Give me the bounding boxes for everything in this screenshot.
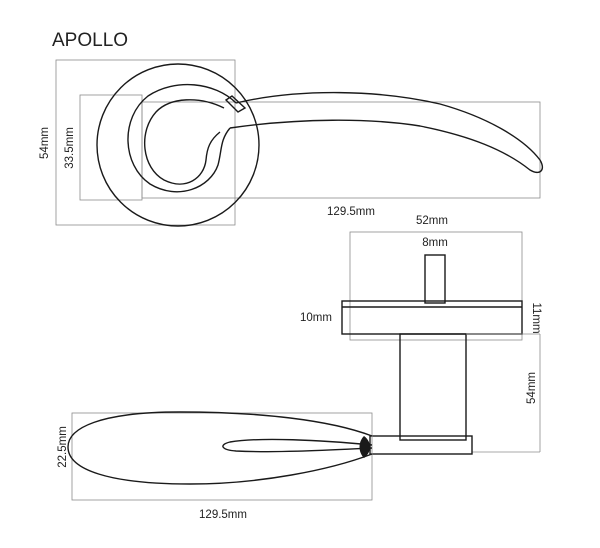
dim-label-rose-height: 54mm: [39, 127, 51, 159]
lever-joint: [359, 436, 370, 458]
lever-neck-inner: [144, 99, 225, 185]
lever-body-front: [229, 91, 544, 174]
lever-base: [369, 435, 473, 455]
dim-label-spindle: 8mm: [422, 237, 448, 249]
lever-neck-outer: [127, 83, 237, 193]
dim-box-lever-height: [71, 412, 373, 501]
front-view: 54mm 33.5mm 129.5mm: [39, 59, 544, 227]
dim-box-rose-height: [55, 59, 236, 226]
spindle: [424, 254, 446, 304]
dim-label-side-length: 129.5mm: [199, 509, 247, 521]
drawing-title: APOLLO: [52, 30, 128, 51]
lever-body-side: [67, 411, 373, 485]
rose-plate: [341, 300, 523, 335]
dim-box-inner-height: [79, 94, 143, 201]
dim-label-inner-height: 33.5mm: [64, 127, 76, 169]
dim-box-rose-width: [349, 231, 523, 341]
dim-box-front-length: [141, 101, 541, 199]
side-view: 52mm 8mm 10mm 11mm 54mm 22.5mm 129.5mm: [57, 215, 542, 521]
dim-label-rose-thickness-right: 11mm: [530, 302, 542, 333]
dim-label-lever-height: 22.5mm: [57, 426, 69, 468]
dim-label-rose-width: 52mm: [416, 215, 448, 227]
lever-notch: [224, 95, 247, 113]
lever-groove: [222, 438, 373, 453]
dim-label-front-length: 129.5mm: [327, 206, 375, 218]
dim-label-rose-thickness-left: 10mm: [300, 312, 332, 324]
lever-stem: [399, 333, 467, 441]
rose-outer-circle: [96, 63, 260, 227]
dim-label-side-height: 54mm: [526, 372, 538, 404]
